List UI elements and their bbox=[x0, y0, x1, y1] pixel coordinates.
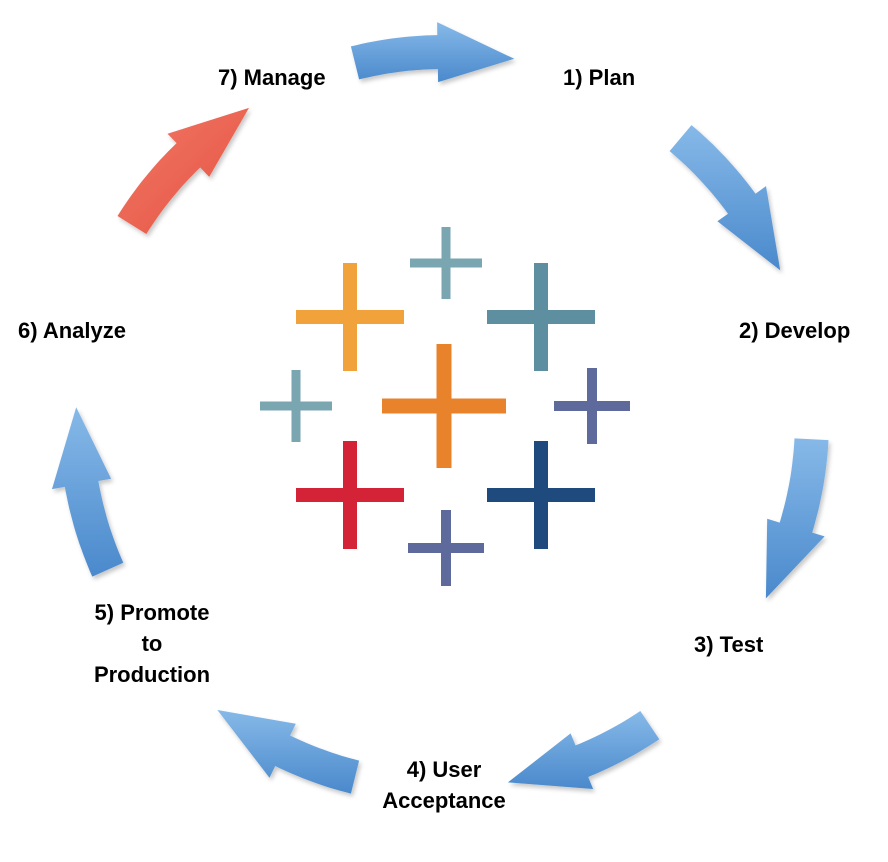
arrow-manage-to-plan-icon bbox=[350, 22, 515, 83]
arrow-user-acceptance-to-promote-icon bbox=[217, 710, 360, 794]
stage-label-user-acceptance: 4) User Acceptance bbox=[382, 757, 506, 813]
logo-cross-bottom bbox=[408, 510, 484, 586]
arrow-plan-to-develop-icon bbox=[669, 125, 781, 271]
stage-label-analyze: 6) Analyze bbox=[18, 318, 127, 343]
logo-cross-right bbox=[554, 368, 630, 444]
logo-cross-top-right bbox=[487, 263, 595, 371]
arrow-analyze-to-manage-icon bbox=[117, 107, 249, 234]
tableau-logo-icon bbox=[260, 227, 630, 586]
arrow-test-to-user-acceptance-icon bbox=[507, 711, 660, 789]
cycle-arrows bbox=[52, 22, 829, 794]
stage-label-promote-to-production: 5) Promote to Production bbox=[93, 600, 211, 687]
arrow-promote-to-analyze-icon bbox=[52, 407, 124, 577]
logo-cross-top-left bbox=[296, 263, 404, 371]
logo-cross-top bbox=[410, 227, 482, 299]
stage-label-manage: 7) Manage bbox=[218, 65, 326, 90]
arrow-develop-to-test-icon bbox=[765, 438, 829, 599]
logo-cross-bottom-right bbox=[487, 441, 595, 549]
logo-cross-left bbox=[260, 370, 332, 442]
stage-label-develop: 2) Develop bbox=[739, 318, 851, 343]
logo-cross-bottom-left bbox=[296, 441, 404, 549]
stage-label-test: 3) Test bbox=[694, 632, 764, 657]
logo-cross-center bbox=[382, 344, 506, 468]
stage-label-plan: 1) Plan bbox=[563, 65, 636, 90]
